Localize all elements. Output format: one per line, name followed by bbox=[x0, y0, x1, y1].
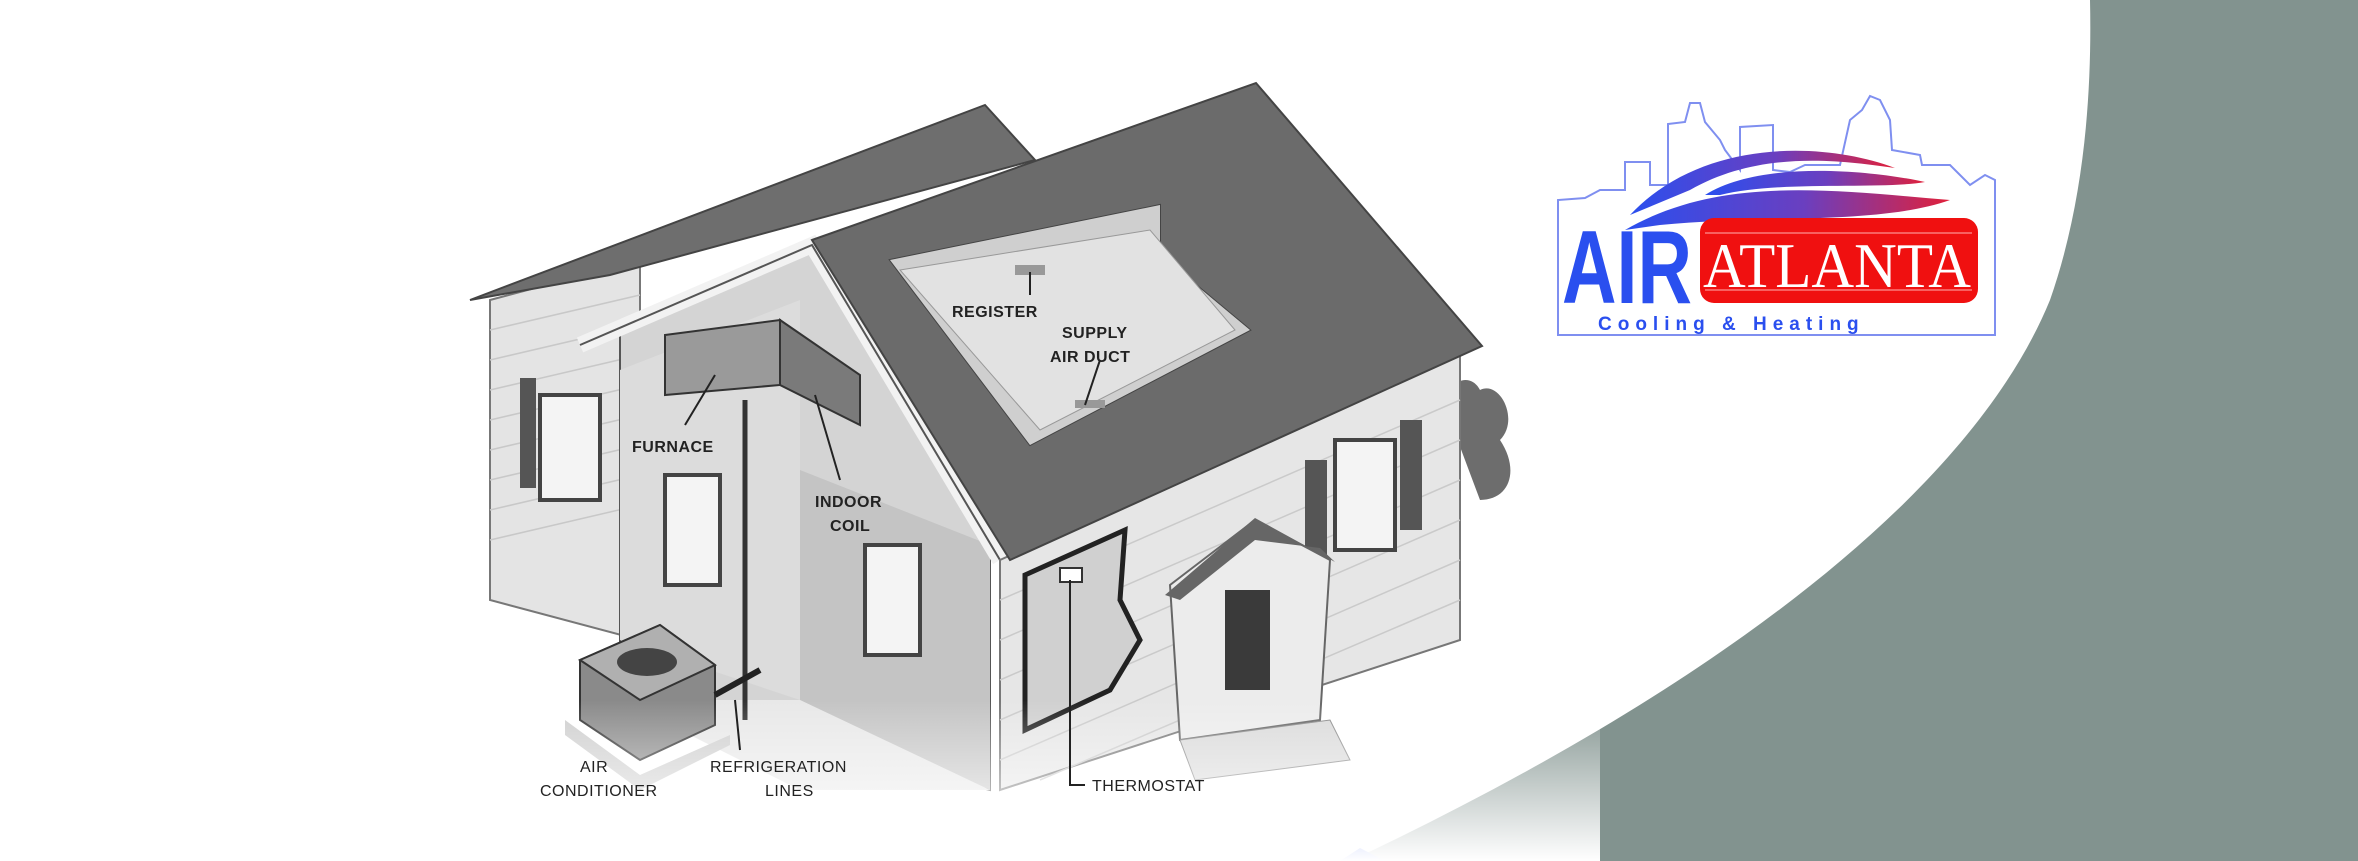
interior-window-2 bbox=[863, 543, 922, 657]
wave-2 bbox=[1705, 170, 1925, 195]
register bbox=[1015, 265, 1045, 275]
label-supply-air-duct-2: AIR DUCT bbox=[1050, 349, 1130, 366]
logo-atlanta-text: ATLANTA bbox=[1703, 230, 1971, 301]
label-refrigeration-lines-2: LINES bbox=[765, 783, 814, 800]
porch-roof bbox=[1165, 518, 1335, 600]
ac-fan bbox=[617, 648, 677, 676]
label-indoor-coil-2: COIL bbox=[830, 518, 870, 535]
wave-3 bbox=[1625, 190, 1950, 230]
label-air-conditioner-2: CONDITIONER bbox=[540, 783, 658, 800]
atlanta-red-badge bbox=[1700, 218, 1978, 303]
refrigeration-line bbox=[713, 667, 762, 698]
gray-curved-panel bbox=[1350, 0, 2358, 861]
leader-lines bbox=[684, 272, 1101, 786]
label-air-conditioner-1: AIR bbox=[580, 759, 608, 776]
label-register: REGISTER bbox=[952, 304, 1038, 321]
logo-tagline: Cooling & Heating bbox=[1598, 314, 1865, 335]
left-wing-roof bbox=[469, 103, 1037, 301]
left-window bbox=[538, 393, 602, 502]
thermostat bbox=[1059, 567, 1083, 583]
label-refrigeration-lines-1: REFRIGERATION bbox=[710, 759, 847, 776]
label-supply-air-duct-1: SUPPLY bbox=[1062, 325, 1128, 342]
air-atlanta-logo: AIR ATLANTA Cooling & Heating bbox=[1557, 94, 1996, 336]
logo-air-text: AIR bbox=[1562, 210, 1692, 326]
label-thermostat: THERMOSTAT bbox=[1092, 778, 1205, 795]
right-shutter-right bbox=[1400, 420, 1422, 530]
label-furnace: FURNACE bbox=[632, 439, 714, 456]
gable-trim-edge bbox=[579, 243, 1001, 561]
interior-window-1 bbox=[663, 473, 722, 587]
attic-floor bbox=[899, 229, 1236, 431]
tree bbox=[1447, 380, 1511, 500]
indoor-coil bbox=[779, 318, 861, 427]
supply-air-duct bbox=[1075, 400, 1105, 408]
label-indoor-coil-1: INDOOR bbox=[815, 494, 882, 511]
right-window bbox=[1333, 438, 1397, 552]
front-door bbox=[1225, 590, 1270, 690]
left-shutter bbox=[520, 378, 536, 488]
bottom-fade bbox=[400, 700, 1600, 861]
skyline-outline bbox=[1557, 94, 1996, 336]
wave-1 bbox=[1630, 150, 1895, 215]
house-illustration: REGISTER SUPPLY AIR DUCT FURNACE INDOOR … bbox=[400, 81, 1600, 861]
right-shutter-left bbox=[1305, 460, 1327, 570]
